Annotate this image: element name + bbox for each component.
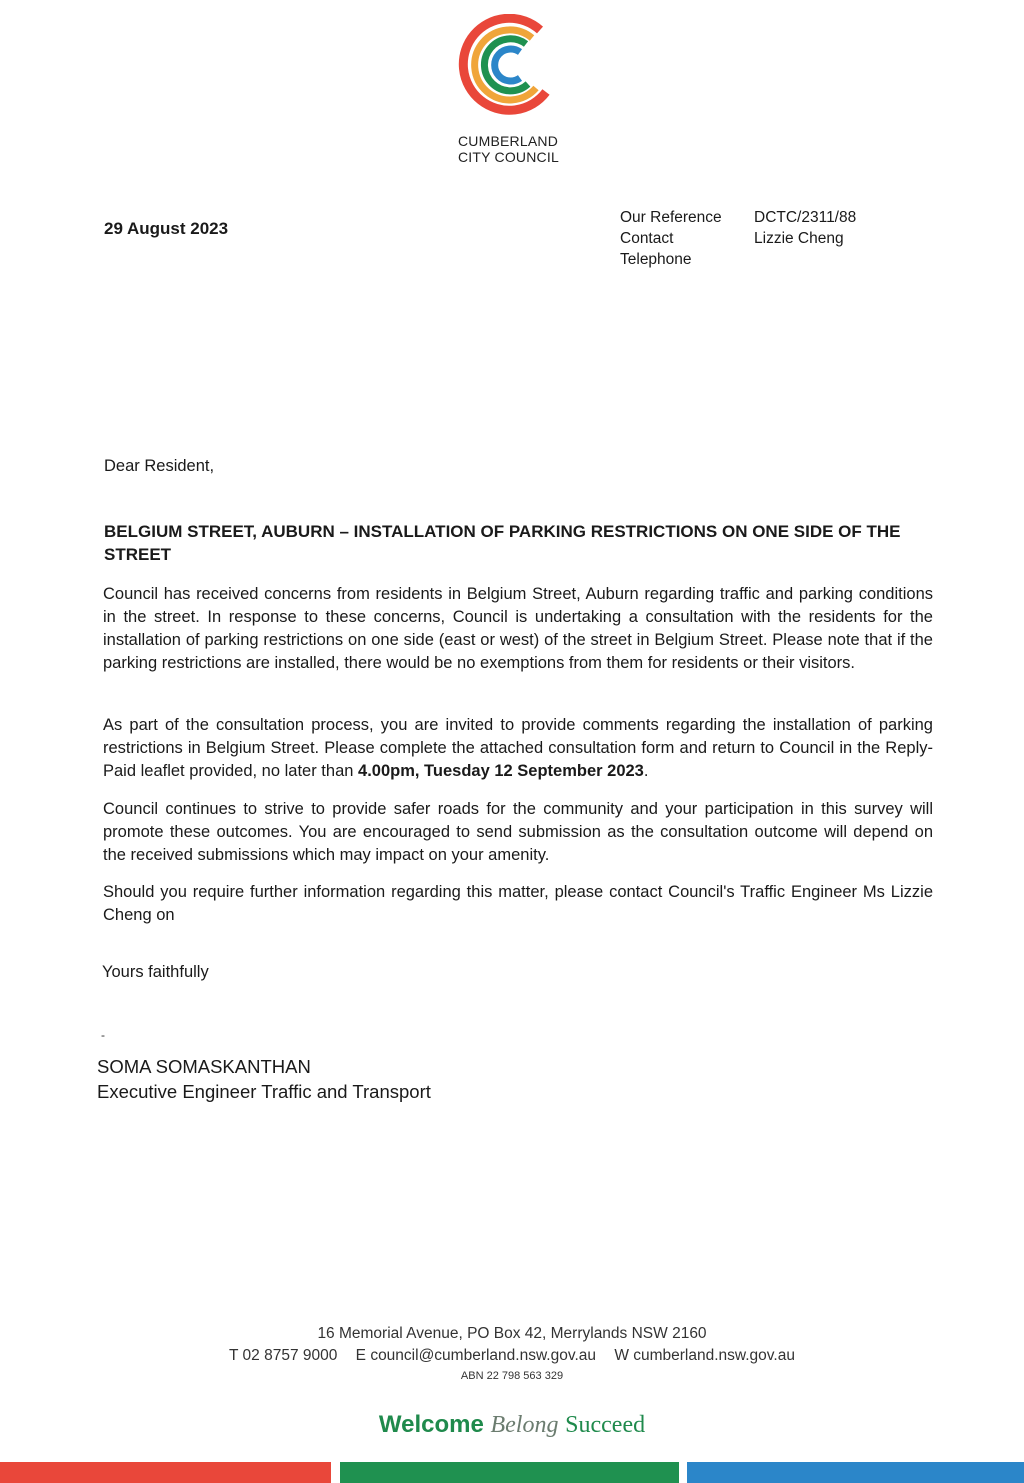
signatory-title: Executive Engineer Traffic and Transport [97,1081,431,1102]
paragraph-consultation-end: . [643,762,649,780]
paragraph-consultation: As part of the consultation process, you… [103,714,933,783]
closing: Yours faithfully [102,963,209,981]
paragraph-consultation-text: As part of the consultation process, you… [103,716,933,780]
council-tagline: Welcome Belong Succeed [0,1411,1024,1439]
logo-wordmark: CUMBERLAND CITY COUNCIL [458,133,559,165]
footer-phone: T 02 8757 9000 [229,1347,338,1364]
stripe-blue [687,1462,1024,1483]
telephone-label: Telephone [620,251,692,268]
paragraph-safer-roads: Council continues to strive to provide s… [103,800,933,864]
signature-mark: - [101,1028,105,1042]
our-reference-value: DCTC/2311/88 [754,209,857,226]
logo-line-1: CUMBERLAND [458,133,559,149]
signatory-name: SOMA SOMASKANTHAN [97,1056,311,1077]
tagline-welcome: Welcome [378,1411,484,1438]
contact-label: Contact [620,230,674,247]
stripe-green [340,1462,679,1483]
reference-row: Our Reference DCTC/2311/88 [620,207,856,228]
telephone-row: Telephone [620,249,856,270]
footer-abn: ABN 22 798 563 329 [460,1370,564,1382]
footer-address: 16 Memorial Avenue, PO Box 42, Merryland… [317,1325,707,1342]
council-logo-icon [458,14,550,115]
paragraph-concerns: Council has received concerns from resid… [103,585,933,672]
contact-row: Contact Lizzie Cheng [620,228,856,249]
letter-heading: BELGIUM STREET, AUBURN – INSTALLATION OF… [104,522,901,564]
footer-contact-line: T 02 8757 9000 E council@cumberland.nsw.… [0,1347,1024,1365]
footer-email: E council@cumberland.nsw.gov.au [355,1347,596,1364]
salutation: Dear Resident, [104,457,215,475]
footer-color-bar [0,1462,1024,1483]
letter-date: 29 August 2023 [104,219,229,238]
footer-web: W cumberland.nsw.gov.au [614,1347,795,1364]
tagline-succeed: Succeed [565,1412,646,1438]
reference-block: Our Reference DCTC/2311/88 Contact Lizzi… [620,207,856,270]
tagline-belong: Belong [490,1412,559,1438]
submission-deadline: 4.00pm, Tuesday 12 September 2023 [358,762,644,780]
contact-value: Lizzie Cheng [754,230,844,247]
paragraph-further-info: Should you require further information r… [103,883,933,924]
our-reference-label: Our Reference [620,209,722,226]
stripe-red [0,1462,331,1483]
logo-line-2: CITY COUNCIL [458,149,559,165]
